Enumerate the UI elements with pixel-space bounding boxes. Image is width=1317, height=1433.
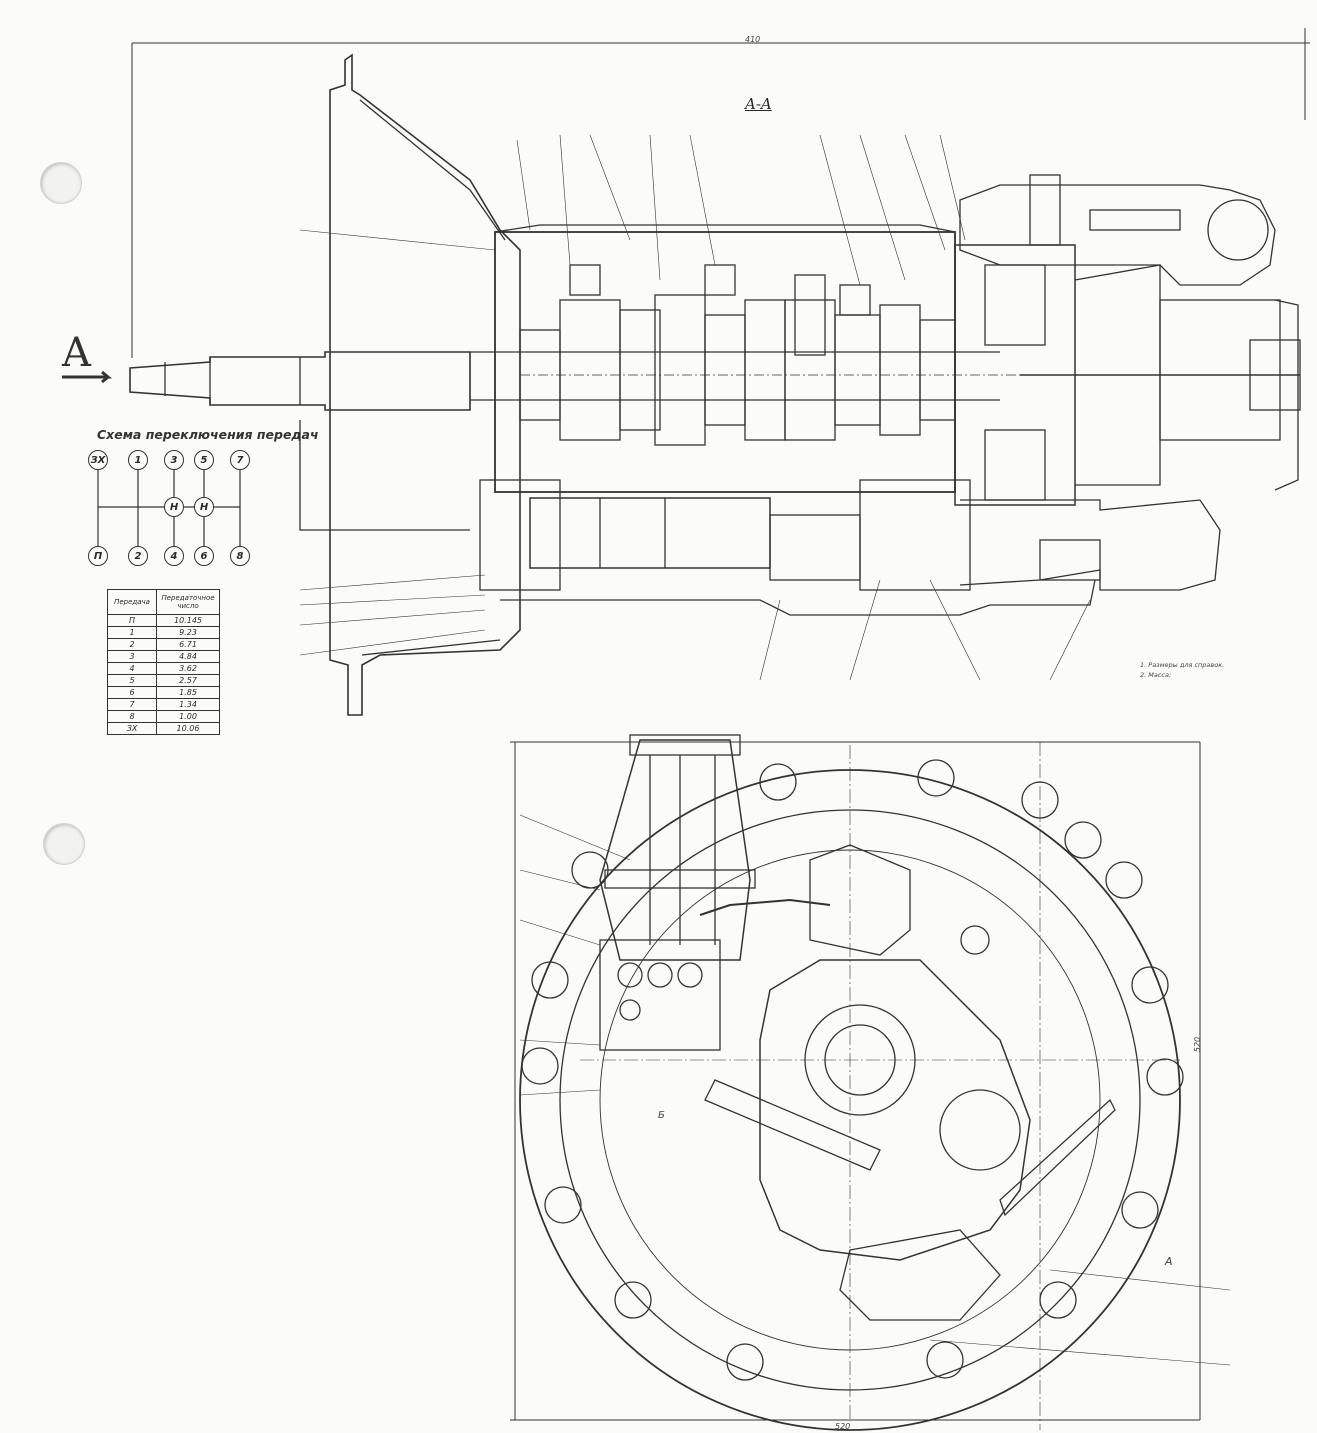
dimension-right: 520 <box>1193 1036 1203 1053</box>
valve-block <box>599 939 721 1051</box>
punch-hole-bottom <box>43 823 85 865</box>
shift-tower <box>599 739 751 961</box>
top-cover <box>809 844 911 956</box>
gear-node: 3 <box>164 450 184 470</box>
gear-node: ЗХ <box>88 450 108 470</box>
cell-ratio: 2.57 <box>156 674 220 687</box>
cell-ratio: 9.23 <box>156 626 220 639</box>
gear-node: 8 <box>230 546 250 566</box>
cell-gear: П <box>107 614 157 627</box>
cell-ratio: 10.06 <box>156 722 220 735</box>
gear-node: 6 <box>194 546 214 566</box>
control-unit <box>959 184 1276 286</box>
punch-hole-top <box>40 162 82 204</box>
note-line: 1. Размеры для справок. <box>1140 661 1225 669</box>
cell-gear: ЗХ <box>107 722 157 735</box>
gear-node: 4 <box>164 546 184 566</box>
cell-ratio: 1.00 <box>156 710 220 723</box>
shift-lever <box>704 1079 881 1171</box>
cell-gear: 5 <box>107 674 157 687</box>
section-view <box>129 53 1301 716</box>
cell-ratio: 1.34 <box>156 698 220 711</box>
bell-housing <box>329 53 521 716</box>
neutral-node: Н <box>194 497 214 517</box>
countershaft <box>529 497 771 569</box>
dimension-top: 410 <box>745 35 761 44</box>
header-gear: Передача <box>107 589 157 615</box>
note-line: 2. Масса: <box>1140 671 1172 679</box>
flange-bolts <box>521 759 1184 1381</box>
cell-gear: 8 <box>107 710 157 723</box>
detail-marker: Б <box>658 1110 665 1121</box>
cell-ratio: 1.85 <box>156 686 220 699</box>
view-marker: A <box>62 330 91 376</box>
main-casing <box>494 231 956 493</box>
cell-gear: 6 <box>107 686 157 699</box>
cell-ratio: 3.62 <box>156 662 220 675</box>
pump-cover <box>939 1089 1021 1171</box>
cell-gear: 7 <box>107 698 157 711</box>
header-ratio: Передаточное число <box>156 589 220 615</box>
table-header-row: Передача Передаточное число <box>107 589 220 615</box>
side-marker: A <box>1165 1255 1173 1268</box>
cell-ratio: 4.84 <box>156 650 220 663</box>
shift-fork-1 <box>569 264 601 296</box>
cell-gear: 3 <box>107 650 157 663</box>
lower-cover <box>839 1229 1001 1321</box>
central-body <box>759 959 1031 1261</box>
shift-fork-2 <box>704 264 736 296</box>
dimension-bottom: 520 <box>835 1422 851 1431</box>
cell-ratio: 6.71 <box>156 638 220 651</box>
gear-node: 7 <box>230 450 250 470</box>
shift-scheme-title: Схема переключения передач <box>97 427 319 442</box>
cell-gear: 4 <box>107 662 157 675</box>
cell-gear: 1 <box>107 626 157 639</box>
drawing-notes: 1. Размеры для справок. 2. Масса: <box>1140 660 1224 680</box>
end-view <box>519 734 1231 1431</box>
cell-ratio: 10.145 <box>156 614 220 627</box>
neutral-node: Н <box>164 497 184 517</box>
gear-node: 5 <box>194 450 214 470</box>
cell-gear: 2 <box>107 638 157 651</box>
gear-node: П <box>88 546 108 566</box>
shift-fork-3 <box>839 284 871 316</box>
gear-node: 2 <box>128 546 148 566</box>
section-label: A-A <box>745 95 772 113</box>
gear-node: 1 <box>128 450 148 470</box>
